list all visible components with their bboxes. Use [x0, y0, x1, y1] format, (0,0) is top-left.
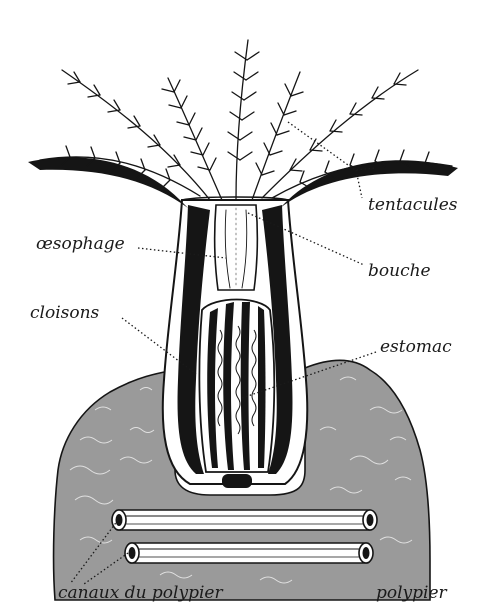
oesophagus — [215, 205, 258, 290]
label-canaux-du-polypier: canaux du polypier — [58, 583, 223, 603]
tentacles — [40, 40, 452, 200]
label-estomac: estomac — [380, 337, 452, 357]
canal-upper — [112, 510, 377, 530]
leader-tentacules-1 — [288, 122, 376, 170]
canal-lower — [125, 543, 373, 563]
label-tentacules: tentacules — [368, 195, 458, 215]
label-bouche: bouche — [368, 261, 431, 281]
disc-left — [28, 157, 188, 208]
label-polypier: polypier — [376, 583, 448, 603]
label-cloisons: cloisons — [30, 303, 100, 323]
stomach-base — [222, 474, 252, 488]
label-oesophage: œsophage — [36, 234, 125, 254]
stomach — [199, 300, 274, 489]
